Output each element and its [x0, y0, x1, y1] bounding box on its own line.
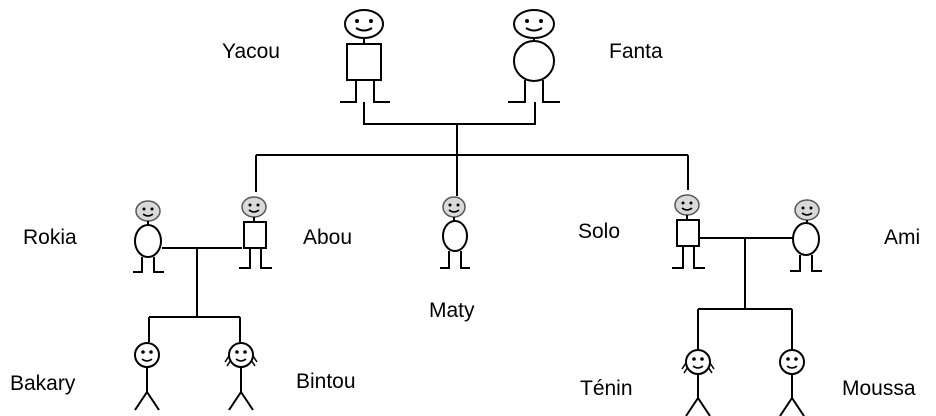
- smiley-face-icon: [344, 9, 384, 39]
- person-tenin: [681, 349, 715, 416]
- square-body-icon: [676, 219, 700, 247]
- name-label-solo: Solo: [578, 220, 620, 243]
- name-label-bakary: Bakary: [10, 372, 76, 395]
- person-solo: [672, 194, 705, 269]
- smiley-face-icon: [674, 194, 700, 216]
- person-yacou: [340, 9, 390, 103]
- couple-line-yacou-fanta: [363, 102, 536, 125]
- square-body-icon: [346, 43, 382, 81]
- smiley-face-icon: [134, 342, 160, 368]
- smiley-face-icon: [794, 199, 820, 221]
- smiley-face-icon: [681, 349, 715, 375]
- square-body-icon: [243, 221, 267, 249]
- smiley-face-icon: [442, 196, 466, 218]
- connector-lines: [148, 102, 793, 350]
- name-label-fanta: Fanta: [609, 40, 663, 63]
- person-maty: [440, 196, 470, 269]
- name-label-maty: Maty: [429, 299, 475, 322]
- name-label-moussa: Moussa: [842, 377, 916, 400]
- smiley-face-icon: [779, 349, 805, 375]
- oval-body-icon: [134, 224, 162, 258]
- person-fanta: [508, 9, 560, 103]
- smiley-face-icon: [135, 200, 161, 222]
- name-label-ami: Ami: [884, 226, 920, 249]
- person-rokia: [133, 200, 164, 273]
- name-label-abou: Abou: [303, 226, 352, 249]
- person-moussa: [779, 349, 805, 416]
- smiley-face-icon: [513, 9, 555, 39]
- name-label-tenin: Ténin: [580, 377, 633, 400]
- person-bakary: [134, 342, 160, 411]
- name-label-bintou: Bintou: [296, 370, 356, 393]
- name-label-rokia: Rokia: [23, 226, 77, 249]
- round-body-icon: [513, 40, 555, 82]
- name-label-yacou: Yacou: [222, 40, 280, 63]
- person-abou: [239, 196, 272, 269]
- person-bintou: [224, 342, 258, 411]
- smiley-face-icon: [241, 196, 267, 218]
- oval-body-icon: [792, 222, 820, 256]
- oval-body-icon: [442, 220, 468, 252]
- person-ami: [790, 199, 822, 272]
- smiley-face-icon: [224, 342, 258, 368]
